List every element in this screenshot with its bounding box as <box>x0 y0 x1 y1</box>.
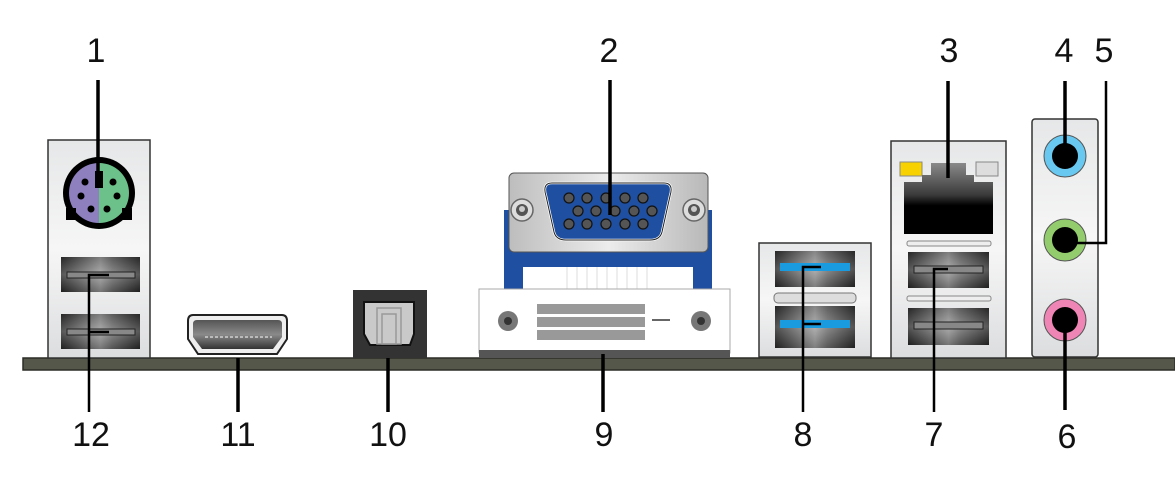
callout-11: 11 <box>220 416 255 454</box>
leader-line-12 <box>87 273 109 412</box>
audio-bracket <box>1031 118 1099 358</box>
dvi-port[interactable] <box>478 288 731 358</box>
usb3-bracket <box>758 242 872 358</box>
callout-9: 9 <box>595 416 614 454</box>
callout-5: 5 <box>1095 32 1114 70</box>
vga-dvi-stack <box>478 172 731 358</box>
optical-spdif-port[interactable] <box>353 290 427 358</box>
callout-3: 3 <box>940 32 959 70</box>
ps2-port[interactable] <box>63 157 135 229</box>
usb3-port-bottom[interactable] <box>775 306 855 348</box>
leader-line-8 <box>801 265 821 412</box>
leader-line-5 <box>1065 81 1108 245</box>
usb3-port-top[interactable] <box>775 251 855 287</box>
lan-port[interactable] <box>899 161 999 234</box>
callout-numbers: 1 2 3 4 5 6 7 8 9 10 11 12 <box>72 32 1113 456</box>
hdmi-port[interactable] <box>187 314 288 355</box>
callout-2: 2 <box>600 32 619 70</box>
motherboard-edge <box>22 357 1175 371</box>
callout-1: 1 <box>87 32 106 70</box>
ps2-usb-bracket <box>47 139 151 359</box>
callout-4: 4 <box>1055 32 1074 70</box>
leader-lines <box>87 80 1108 412</box>
callout-7: 7 <box>925 416 944 454</box>
lan-usb-bracket <box>890 140 1007 359</box>
callout-6: 6 <box>1058 418 1077 456</box>
callout-8: 8 <box>794 416 813 454</box>
usb2-port-right-top[interactable] <box>908 252 989 288</box>
usb2-port-right-bottom[interactable] <box>908 308 989 345</box>
leader-line-7 <box>932 267 948 412</box>
callout-10: 10 <box>369 416 407 454</box>
audio-line-out-jack[interactable] <box>1043 218 1087 262</box>
callout-12: 12 <box>72 416 110 454</box>
